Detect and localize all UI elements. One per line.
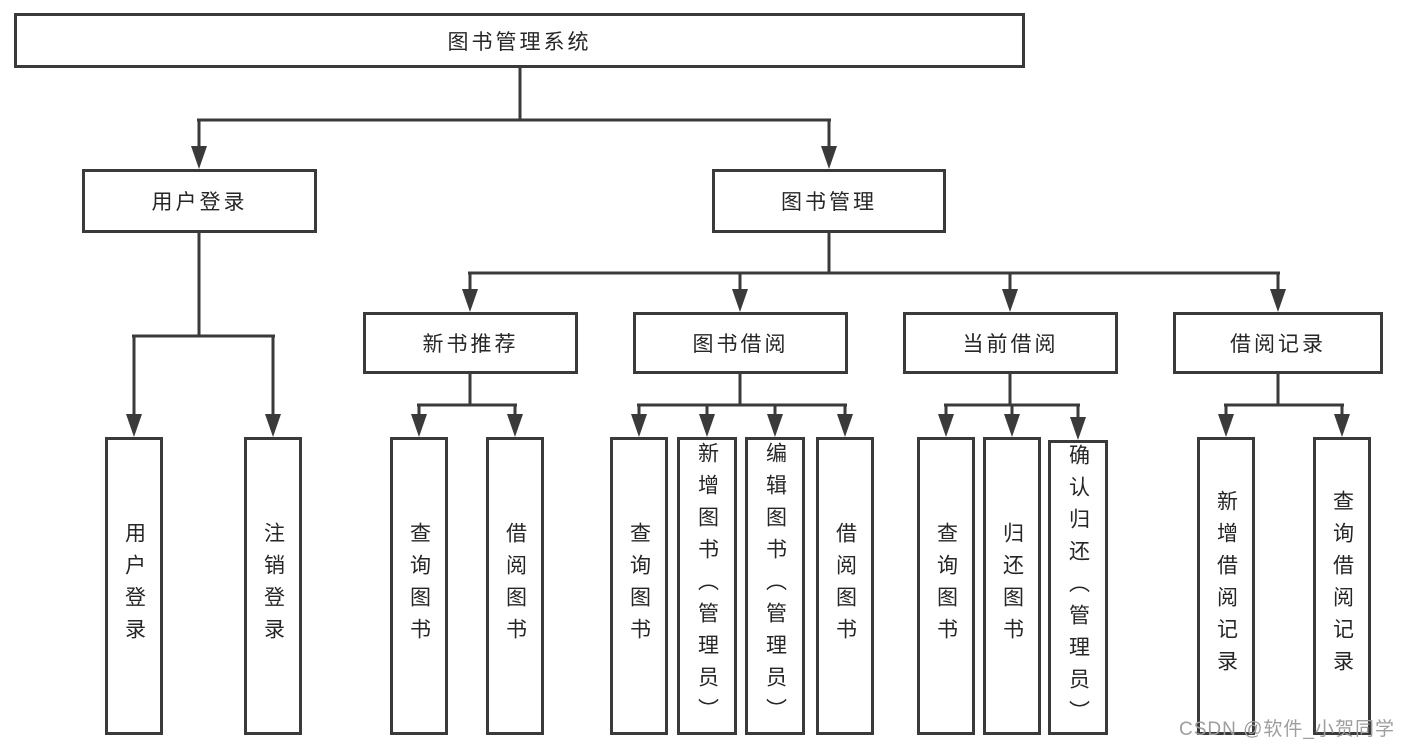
leaf-borrow-books-recommend-label: 借阅图书 (503, 522, 527, 650)
leaf-query-books-borrow: 查询图书 (610, 437, 668, 735)
leaf-edit-books-admin: 编辑图书（管理员） (745, 437, 805, 735)
node-user-login-label: 用户登录 (151, 191, 248, 214)
leaf-user-login-label: 用户登录 (122, 522, 146, 650)
leaf-add-borrow-record: 新增借阅记录 (1197, 437, 1255, 735)
node-current-borrow: 当前借阅 (903, 312, 1118, 374)
node-book-management: 图书管理 (712, 169, 946, 233)
leaf-query-books-current: 查询图书 (917, 437, 975, 735)
leaf-add-books-admin-label: 新增图书（管理员） (695, 442, 719, 730)
node-new-book-recommend: 新书推荐 (363, 312, 578, 374)
node-borrow-records-label: 借阅记录 (1230, 333, 1326, 356)
node-current-borrow-label: 当前借阅 (962, 333, 1059, 356)
node-root: 图书管理系统 (14, 13, 1025, 68)
leaf-add-borrow-record-label: 新增借阅记录 (1214, 490, 1238, 682)
leaf-query-books-borrow-label: 查询图书 (627, 522, 651, 650)
node-book-borrow: 图书借阅 (633, 312, 848, 374)
leaf-query-borrow-record-label: 查询借阅记录 (1330, 490, 1354, 682)
leaf-add-books-admin: 新增图书（管理员） (677, 437, 737, 735)
leaf-user-login: 用户登录 (105, 437, 163, 735)
node-root-label: 图书管理系统 (447, 30, 592, 54)
leaf-return-books-label: 归还图书 (1000, 522, 1024, 650)
leaf-query-borrow-record: 查询借阅记录 (1313, 437, 1371, 735)
leaf-edit-books-admin-label: 编辑图书（管理员） (763, 442, 787, 730)
leaf-borrow-books-recommend: 借阅图书 (486, 437, 544, 735)
leaf-logout: 注销登录 (244, 437, 302, 735)
node-book-borrow-label: 图书借阅 (692, 333, 789, 356)
leaf-query-books-recommend: 查询图书 (390, 437, 448, 735)
leaf-return-books: 归还图书 (983, 437, 1041, 735)
leaf-query-books-recommend-label: 查询图书 (407, 522, 431, 650)
leaf-query-books-current-label: 查询图书 (934, 522, 958, 650)
csdn-watermark: CSDN @软件_小贺同学 (1179, 719, 1395, 740)
node-borrow-records: 借阅记录 (1173, 312, 1383, 374)
node-user-login: 用户登录 (82, 169, 317, 233)
node-new-book-recommend-label: 新书推荐 (422, 333, 519, 356)
leaf-logout-label: 注销登录 (261, 522, 285, 650)
leaf-confirm-return-admin-label: 确认归还（管理员） (1066, 443, 1090, 732)
leaf-borrow-books-label: 借阅图书 (833, 522, 857, 650)
leaf-borrow-books: 借阅图书 (816, 437, 874, 735)
node-book-management-label: 图书管理 (781, 191, 877, 214)
leaf-confirm-return-admin: 确认归还（管理员） (1048, 440, 1108, 735)
